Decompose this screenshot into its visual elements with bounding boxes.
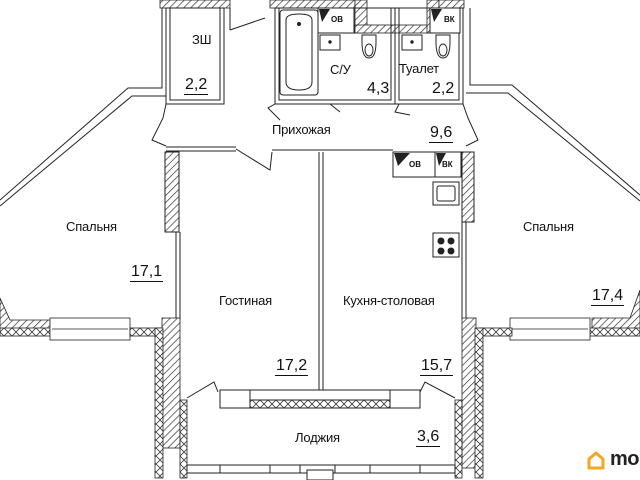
logo-text: mo bbox=[610, 448, 640, 470]
loggia-walls bbox=[186, 381, 456, 480]
closet-label: ЗШ bbox=[192, 32, 212, 47]
toilet-walls bbox=[394, 7, 464, 105]
bedroom-left-area: 17,1 bbox=[130, 263, 164, 282]
bedroom-left-label: Спальня bbox=[66, 219, 117, 234]
interior-walls bbox=[164, 151, 475, 390]
closet-walls bbox=[165, 7, 266, 105]
watermark-logo: mo bbox=[586, 448, 640, 471]
shaft-vk-toilet: ВК bbox=[444, 15, 455, 24]
bedroom-right-label: Спальня bbox=[523, 219, 574, 234]
toilet-area: 2,2 bbox=[432, 80, 455, 97]
house-icon bbox=[587, 451, 605, 469]
shaft-ov-kitchen: ОВ bbox=[409, 160, 421, 169]
living-room-label: Гостиная bbox=[219, 293, 272, 308]
kitchen-label: Кухня-столовая bbox=[343, 293, 435, 308]
shaft-boxes bbox=[317, 7, 462, 178]
bathroom-area: 4,3 bbox=[367, 80, 390, 97]
hallway-label: Прихожая bbox=[272, 122, 331, 137]
bathroom-label: С/У bbox=[330, 62, 351, 77]
kitchen-area: 15,7 bbox=[420, 357, 454, 376]
exterior-walls-right bbox=[454, 289, 640, 479]
exterior-walls-left bbox=[0, 297, 188, 479]
shaft-ov-bathroom: ОВ bbox=[331, 15, 343, 24]
hallway-area: 9,6 bbox=[429, 124, 454, 143]
toilet-label: Туалет bbox=[399, 61, 439, 76]
hallway-doors bbox=[151, 103, 479, 171]
diagonal-walls bbox=[0, 8, 640, 207]
loggia-area: 3,6 bbox=[416, 428, 441, 447]
loggia-label: Лоджия bbox=[295, 430, 340, 445]
bedroom-right-area: 17,4 bbox=[591, 287, 625, 306]
shaft-vk-kitchen: ВК bbox=[442, 160, 453, 169]
living-room-area: 17,2 bbox=[275, 357, 309, 376]
closet-area: 2,2 bbox=[184, 76, 209, 95]
kitchen-appliances bbox=[432, 181, 460, 258]
